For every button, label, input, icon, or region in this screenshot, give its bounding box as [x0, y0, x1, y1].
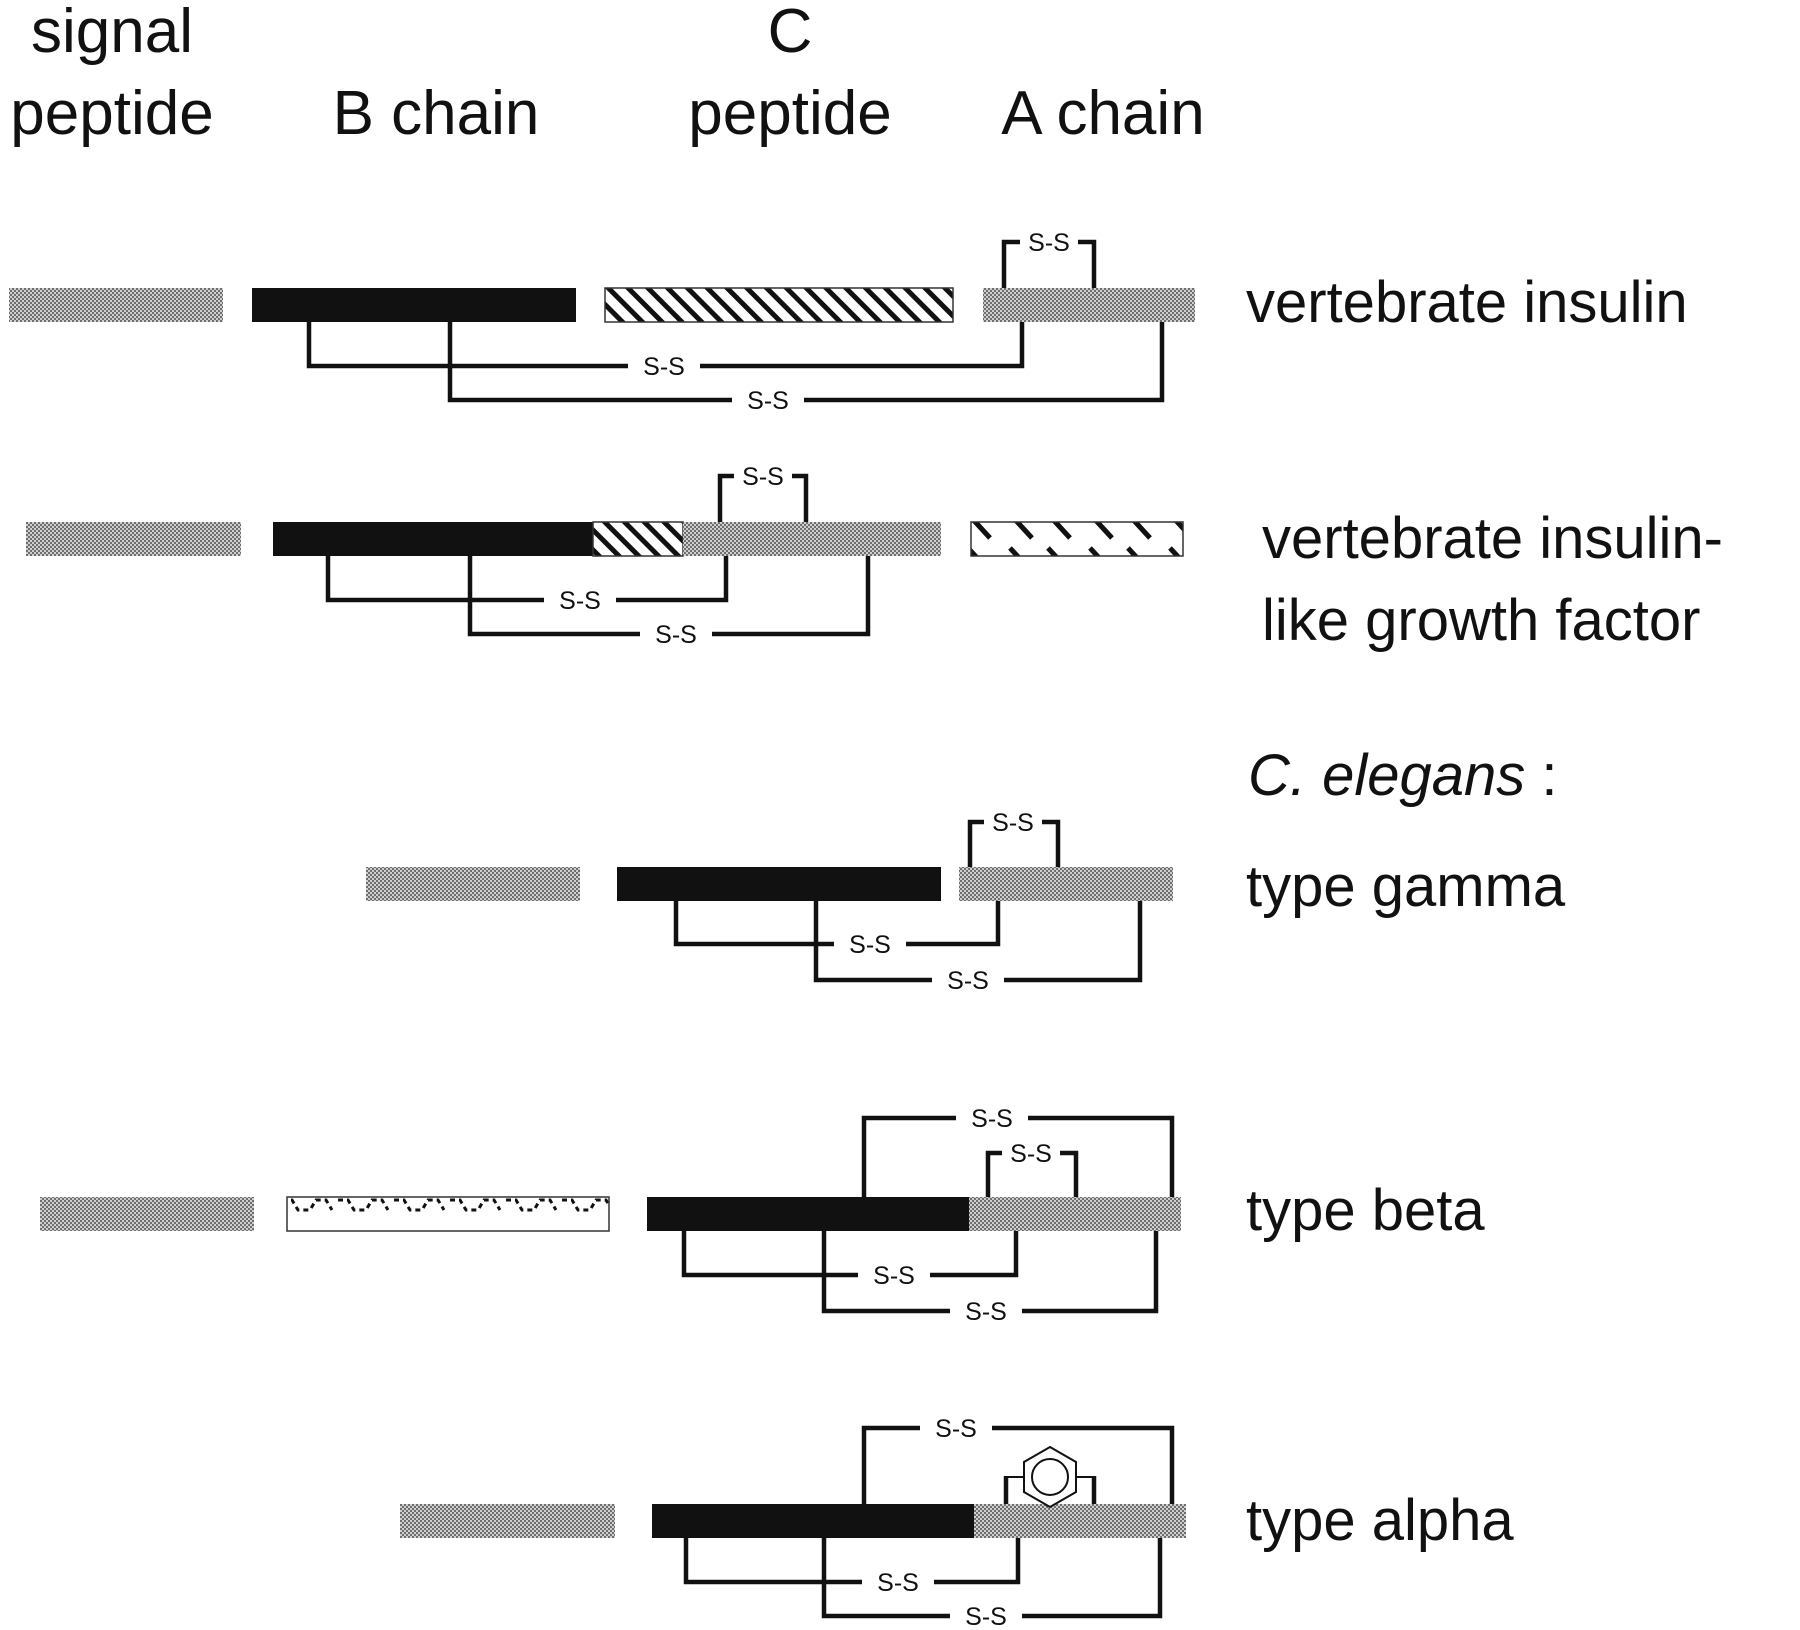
row-type-beta: S-S S-S S-S S-S type beta: [40, 1105, 1485, 1326]
bond-label: S-S: [747, 387, 789, 415]
header-signal-peptide-line2: peptide: [10, 79, 213, 148]
signal-peptide-segment: [366, 867, 580, 901]
header-a-chain: A chain: [1001, 79, 1204, 148]
interchain-disulfide-bond: [683, 1538, 1021, 1585]
bond-label: S-S: [992, 809, 1034, 837]
row-label-line2: like growth factor: [1262, 588, 1700, 653]
row-label: type beta: [1246, 1178, 1485, 1243]
bond-label: S-S: [643, 353, 685, 381]
intrachain-disulfide-bond: [717, 473, 809, 522]
row-label: vertebrate insulin: [1246, 270, 1688, 335]
signal-peptide-segment: [40, 1197, 254, 1231]
row-label-line1: vertebrate insulin-: [1262, 506, 1723, 571]
row-igf: S-S S-S S-S vertebrate insulin- like gro…: [26, 463, 1723, 653]
bond-label: S-S: [873, 1262, 915, 1290]
bond-label: S-S: [947, 967, 989, 995]
d-domain-segment: [970, 521, 1184, 557]
bond-label: S-S: [742, 463, 784, 491]
propeptide-segment: [286, 1196, 610, 1232]
c-peptide-segment: [604, 287, 954, 323]
benzene-ring-icon: [1006, 1445, 1094, 1509]
row-type-alpha: S-S S-S S-S type alpha: [400, 1415, 1514, 1630]
b-chain-segment: [647, 1197, 969, 1231]
bond-label: S-S: [965, 1603, 1007, 1630]
row-vertebrate-insulin: S-S S-S S-S vertebrate insulin: [9, 229, 1688, 415]
a-chain-segment: [959, 867, 1173, 901]
interchain-disulfide-bond: [821, 1538, 1163, 1619]
intrachain-disulfide-bond: [985, 1150, 1079, 1197]
bond-label: S-S: [965, 1298, 1007, 1326]
bond-label: S-S: [655, 621, 697, 649]
bond-label: S-S: [1010, 1140, 1052, 1168]
header-b-chain: B chain: [333, 79, 540, 148]
c-peptide-segment: [592, 521, 684, 557]
interchain-disulfide-bond: [447, 322, 1165, 403]
b-chain-segment: [252, 288, 576, 322]
a-chain-segment: [683, 522, 941, 556]
c-elegans-heading: C. elegans :: [1248, 743, 1558, 808]
extra-disulfide-bond: [861, 1115, 1175, 1197]
bond-label: S-S: [1028, 229, 1070, 257]
interchain-disulfide-bond: [306, 322, 1025, 369]
intrachain-disulfide-bond: [967, 819, 1061, 867]
a-chain-segment: [974, 1504, 1186, 1538]
signal-peptide-segment: [9, 288, 223, 322]
header-signal-peptide-line1: signal: [31, 0, 193, 66]
signal-peptide-segment: [400, 1504, 615, 1538]
heading-colon: :: [1525, 743, 1557, 808]
intrachain-disulfide-bond: [1001, 239, 1097, 288]
bond-label: S-S: [877, 1569, 919, 1597]
row-label: type gamma: [1246, 854, 1566, 919]
bond-label: S-S: [971, 1105, 1013, 1133]
bond-label: S-S: [559, 587, 601, 615]
row-type-gamma: S-S S-S S-S type gamma: [366, 809, 1566, 995]
ring-linkage: [1003, 1476, 1097, 1504]
header-c-peptide-line1: C: [768, 0, 813, 66]
interchain-disulfide-bond: [467, 556, 871, 637]
a-chain-segment: [969, 1197, 1181, 1231]
b-chain-segment: [273, 522, 593, 556]
b-chain-segment: [617, 867, 941, 901]
interchain-disulfide-bond: [325, 556, 729, 603]
bond-label: S-S: [935, 1415, 977, 1443]
header-c-peptide-line2: peptide: [688, 79, 891, 148]
interchain-disulfide-bond: [681, 1231, 1019, 1278]
interchain-disulfide-bond: [673, 901, 1001, 947]
row-label: type alpha: [1246, 1488, 1514, 1553]
extra-disulfide-bond: [861, 1425, 1175, 1504]
a-chain-segment: [983, 288, 1195, 322]
bond-label: S-S: [849, 931, 891, 959]
interchain-disulfide-bond: [813, 901, 1143, 983]
species-name: C. elegans: [1248, 743, 1525, 808]
interchain-disulfide-bond: [821, 1231, 1159, 1314]
b-chain-segment: [652, 1504, 974, 1538]
signal-peptide-segment: [26, 522, 241, 556]
